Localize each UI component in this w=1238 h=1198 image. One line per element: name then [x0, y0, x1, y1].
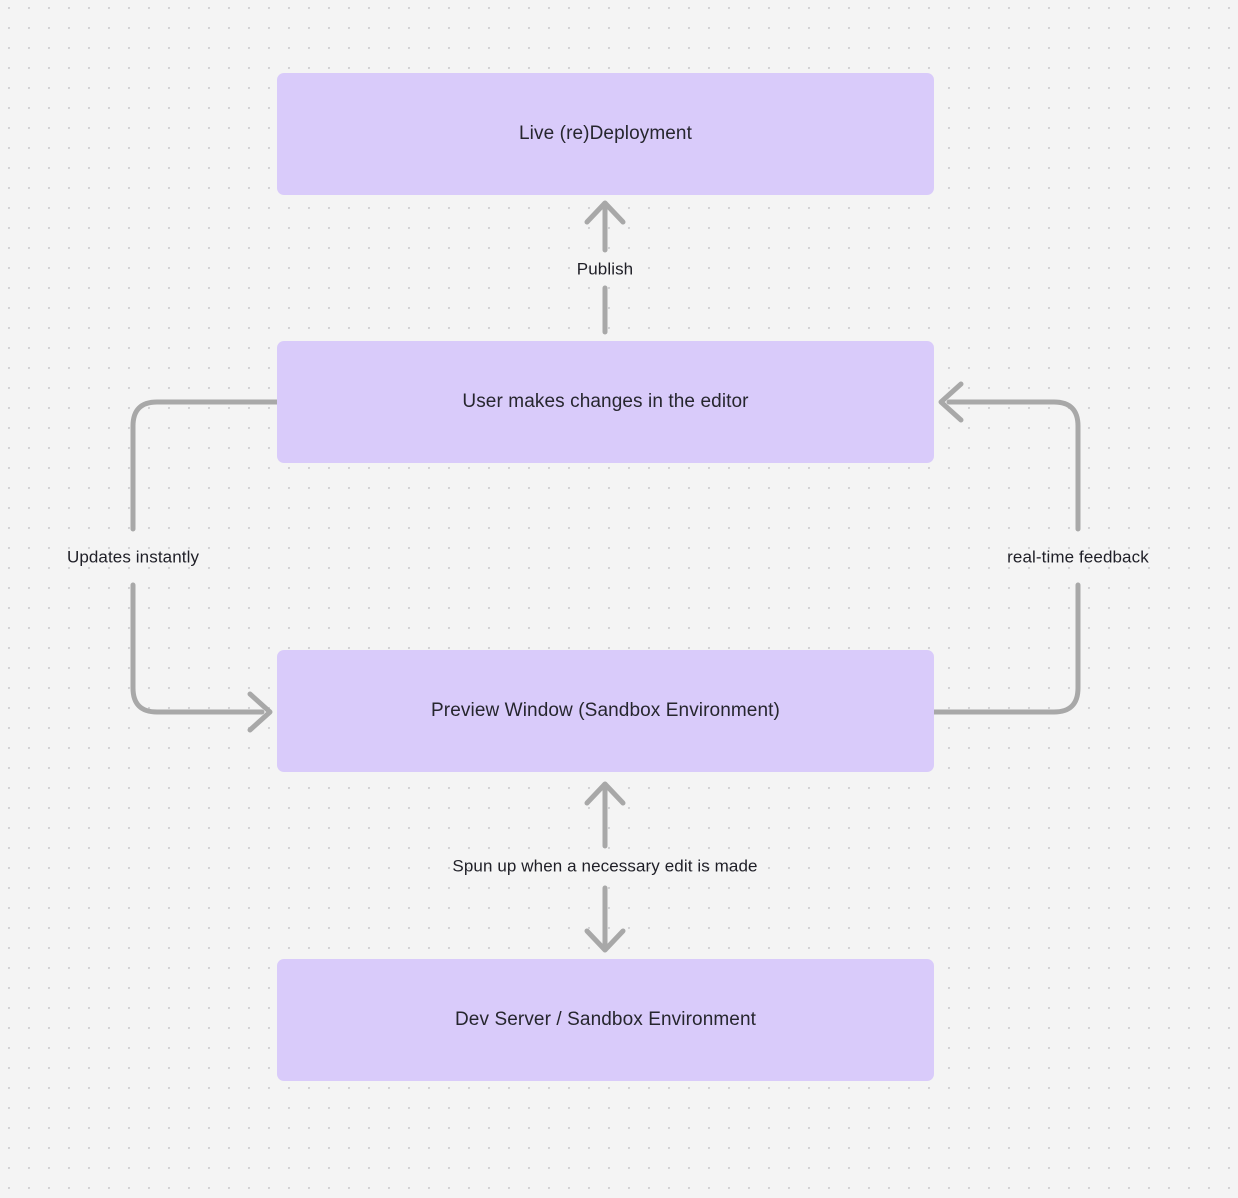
edge-updates-instantly-line-lower: [130, 582, 265, 715]
node-dev-server-label: Dev Server / Sandbox Environment: [454, 1008, 756, 1030]
edge-label-spun-up: Spun up when a necessary edit is made: [452, 856, 758, 876]
edge-real-time-feedback-line-lower: [931, 582, 1081, 715]
node-live-deployment[interactable]: Live (re)Deployment: [277, 73, 934, 195]
node-user-edits[interactable]: User makes changes in the editor: [277, 341, 934, 463]
edge-publish-arrowhead-icon: [584, 200, 626, 225]
node-preview-window-label: Preview Window (Sandbox Environment): [431, 699, 780, 721]
edge-updates-instantly-line-upper: [130, 399, 280, 532]
node-user-edits-label: User makes changes in the editor: [462, 390, 749, 412]
edge-real-time-feedback-arrowhead-icon: [938, 381, 964, 423]
edge-spun-up-arrowhead-down-icon: [584, 928, 626, 953]
edge-spun-up-arrowhead-up-icon: [584, 781, 626, 806]
edge-label-publish: Publish: [576, 259, 634, 279]
node-preview-window[interactable]: Preview Window (Sandbox Environment): [277, 650, 934, 772]
edge-updates-instantly-arrowhead-icon: [247, 691, 273, 733]
edge-real-time-feedback-line-upper: [946, 399, 1081, 532]
node-live-deployment-label: Live (re)Deployment: [519, 122, 692, 144]
edge-label-real-time-feedback: real-time feedback: [1007, 547, 1149, 567]
node-dev-server[interactable]: Dev Server / Sandbox Environment: [277, 959, 934, 1081]
edge-label-updates-instantly: Updates instantly: [66, 547, 200, 567]
